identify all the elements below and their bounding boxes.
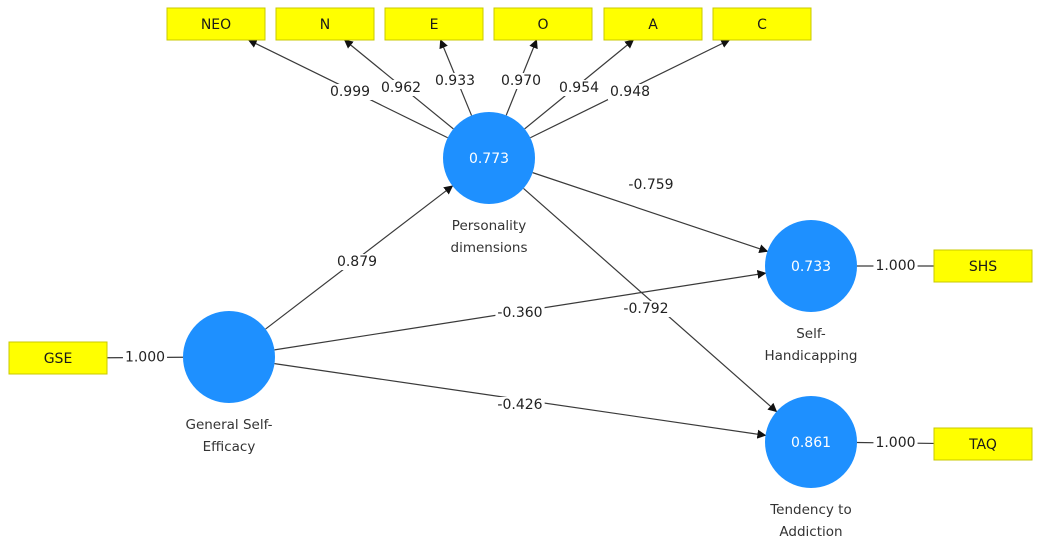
latent-name-line: Personality <box>452 218 526 234</box>
loading-value-a-bg <box>556 80 602 96</box>
indicator-c[interactable]: C <box>712 7 812 41</box>
indicator-label: C <box>757 17 767 33</box>
latent-name-line: dimensions <box>451 240 528 256</box>
path-coefficient-gse_l-pd-bg <box>334 254 380 270</box>
loading-value-n: 0.962 <box>381 80 421 96</box>
indicator-e[interactable]: E <box>384 7 484 41</box>
loading-value-gse-bg <box>122 349 168 366</box>
loading-value-neo-bg <box>327 84 373 100</box>
latent-name-line: Self- <box>796 326 826 342</box>
indicator-box[interactable] <box>603 7 703 41</box>
latent-name-line: Tendency to <box>769 502 852 518</box>
loading-value-n-bg <box>378 80 424 96</box>
path-coefficient-gse_l-sh-bg <box>495 305 545 321</box>
indicator-box[interactable] <box>275 7 375 41</box>
path-coefficient-gse_l-pd: 0.879 <box>337 254 377 270</box>
indicator-o[interactable]: O <box>493 7 593 41</box>
indicator-box[interactable] <box>8 341 108 375</box>
indicator-label: E <box>430 17 439 33</box>
indicator-box[interactable] <box>933 249 1033 283</box>
loading-value-a: 0.954 <box>559 80 599 96</box>
indicator-box[interactable] <box>384 7 484 41</box>
loading-value-taq: 1.000 <box>875 435 915 451</box>
indicator-box[interactable] <box>166 7 266 41</box>
latent-name-line: Efficacy <box>203 439 256 455</box>
indicator-label: GSE <box>44 351 73 367</box>
loading-value-shs: 1.000 <box>875 258 915 274</box>
loading-value-c-bg <box>607 84 653 100</box>
indicator-label: N <box>320 17 330 33</box>
loading-value-neo: 0.999 <box>330 84 370 100</box>
latent-circle[interactable] <box>183 311 275 403</box>
path-coefficient-gse_l-ta-bg <box>495 397 545 413</box>
path-edge-pd-ta <box>523 187 778 413</box>
loading-value-e: 0.933 <box>435 73 475 89</box>
path-coefficient-gse_l-sh: -0.360 <box>497 305 542 321</box>
indicator-shs[interactable]: SHS <box>933 249 1033 283</box>
path-coefficient-pd-sh: -0.759 <box>628 177 673 193</box>
indicator-label: NEO <box>201 17 231 33</box>
indicator-taq[interactable]: TAQ <box>933 427 1033 461</box>
indicator-label: TAQ <box>968 437 997 453</box>
indicator-box[interactable] <box>933 427 1033 461</box>
loading-value-o: 0.970 <box>501 73 541 89</box>
latent-circle[interactable] <box>765 220 857 312</box>
path-coefficient-gse_l-ta: -0.426 <box>497 397 542 413</box>
path-edge-pd-sh <box>532 172 769 254</box>
indicator-label: O <box>537 17 548 33</box>
loading-value-e-bg <box>432 73 478 89</box>
indicator-gse[interactable]: GSE <box>8 341 108 375</box>
r-squared-value: 0.773 <box>469 151 509 167</box>
indicator-label: SHS <box>969 259 997 275</box>
indicator-box[interactable] <box>493 7 593 41</box>
latent-name-line: Handicapping <box>764 348 857 364</box>
loading-value-o-bg <box>498 73 544 89</box>
path-coefficient-pd-sh-bg <box>626 177 676 193</box>
indicator-neo[interactable]: NEO <box>166 7 266 41</box>
latent-name-line: General Self- <box>185 417 272 433</box>
latent-name-line: Addiction <box>779 524 842 540</box>
indicator-a[interactable]: A <box>603 7 703 41</box>
latent-circle[interactable] <box>443 112 535 204</box>
path-coefficient-pd-ta: -0.792 <box>623 301 668 317</box>
latent-gse_l[interactable]: General Self- Efficacy <box>183 311 275 455</box>
r-squared-value: 0.861 <box>791 435 831 451</box>
loading-value-c: 0.948 <box>610 84 650 100</box>
latent-circle[interactable] <box>765 396 857 488</box>
r-squared-value: 0.733 <box>791 259 831 275</box>
path-coefficient-pd-ta-bg <box>621 301 671 317</box>
indicator-label: A <box>648 17 658 33</box>
loading-value-taq-bg <box>873 434 918 451</box>
indicator-n[interactable]: N <box>275 7 375 41</box>
loading-value-gse: 1.000 <box>125 349 165 365</box>
loading-value-shs-bg <box>873 258 918 274</box>
indicator-box[interactable] <box>712 7 812 41</box>
